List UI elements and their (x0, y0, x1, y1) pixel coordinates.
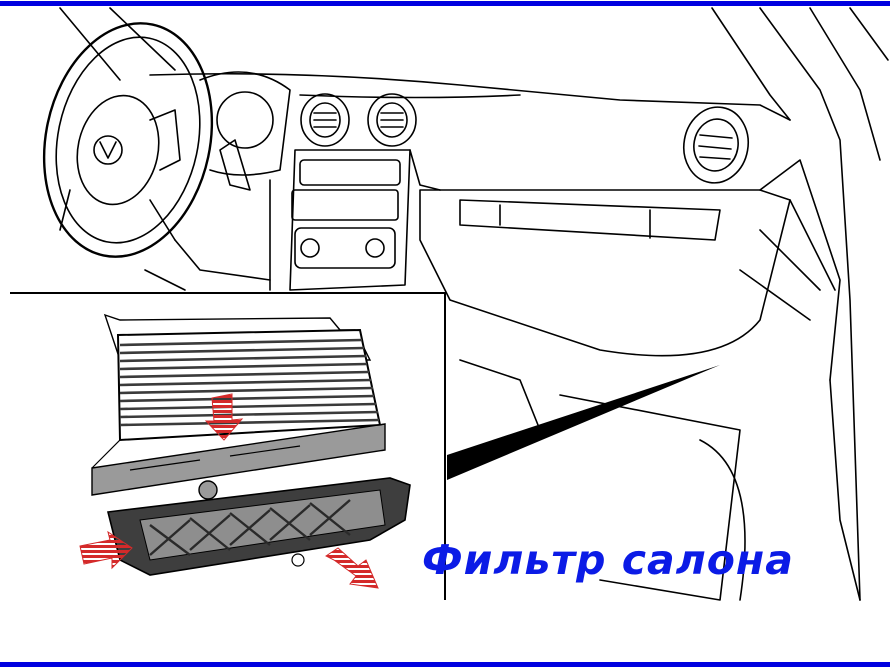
center-vents (300, 93, 417, 147)
arrow-in-icon (79, 530, 133, 570)
inset-detail (6, 292, 446, 613)
cabin-filter-element (91, 328, 386, 496)
dashboard-line-art (42, 7, 889, 601)
arrow-out-icon (325, 547, 379, 589)
caption: Фильтр салона (422, 536, 794, 584)
bottom-border-line (0, 662, 890, 667)
steering-wheel (42, 22, 214, 258)
top-border-line (0, 1, 890, 6)
right-vent (683, 106, 749, 184)
filter-cover (107, 477, 411, 576)
pointer-wedge (447, 365, 720, 480)
arrow-down-icon (204, 393, 244, 441)
glovebox (419, 159, 841, 381)
